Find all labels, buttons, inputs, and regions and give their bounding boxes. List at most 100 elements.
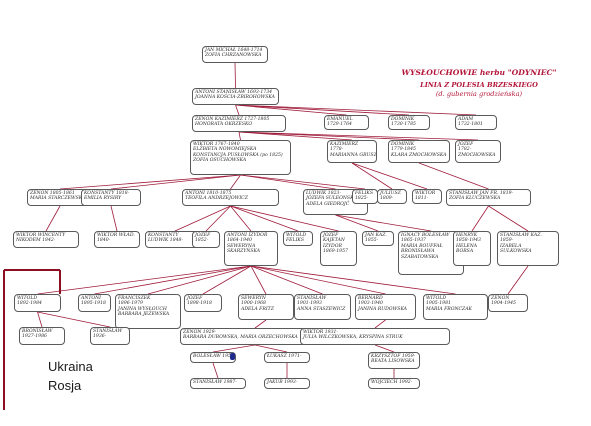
person-box-line: 1869-1957	[323, 249, 348, 255]
person-box-line: KRZYSZTOF 1959-	[371, 354, 416, 359]
parent-child-connector	[202, 265, 252, 295]
person-box-line: 1905-1981	[426, 301, 451, 307]
person-box-line: 1729-1764	[327, 122, 352, 128]
person-box-line: 1840-	[97, 238, 111, 244]
person-box-line: BARBARA JEŻEWSKA	[118, 312, 170, 318]
person-box-line: ADAM	[458, 117, 474, 122]
person-box-line: SEWERYN	[241, 296, 266, 301]
person-box-line: FELIKS	[355, 191, 373, 196]
person-box-line: SZABATOWSKA	[401, 254, 439, 260]
parent-child-connector	[250, 265, 456, 295]
person-box-line: WIKTOR 1767-1840	[193, 142, 240, 147]
person-box-line: ANTONI IZYDOR	[227, 233, 268, 238]
person-box-line: 1936-	[93, 334, 107, 340]
parent-child-connector	[238, 131, 479, 141]
parent-child-connector	[254, 344, 288, 353]
person-box: JAKUB 1993-	[264, 378, 310, 389]
person-box-line: MARIANNA GRUSZTOR	[330, 152, 377, 158]
person-box-line: STANISŁAW	[93, 329, 123, 334]
person-box-line: BERNARD	[358, 296, 383, 301]
person-box-line: ANTONI	[81, 296, 102, 301]
person-box-line: 1732-1801	[458, 122, 483, 128]
parent-child-connector	[37, 265, 252, 295]
person-box-line: JOANNA KOŚCIA-ZBIROHOWSKA	[195, 95, 275, 101]
parent-child-connector	[230, 205, 252, 232]
person-box-line: ZENON	[491, 296, 510, 301]
person-box-line: WIKTOR 1931-	[303, 330, 338, 335]
parent-child-connector	[488, 205, 529, 232]
person-box-line: IZYDOR	[323, 243, 342, 249]
person-box-line: 1898-1918	[187, 301, 212, 307]
person-box-line: BARBARA DUBOWSKA, MARIA ORZECHOWSKA	[183, 335, 298, 341]
lineage-title: LINIA Z POLESIA BRZESKIEGO	[420, 81, 538, 89]
person-box-line: 1852-	[195, 238, 209, 244]
parent-child-connector	[351, 162, 428, 190]
person-box-line: 1901-1993	[297, 301, 322, 307]
person-box-line: SEWERYNA	[227, 243, 256, 249]
person-box-line: JÓZEF	[195, 233, 211, 238]
person-box-line: WIKTOR WINCENTY	[16, 233, 66, 238]
person-box-line: KONSTANTY 1818-	[84, 191, 130, 196]
person-box: ZENON 1929-BARBARA DUBOWSKA, MARIA ORZEC…	[180, 328, 330, 345]
person-box-line: STANISŁAW KAZ.	[500, 233, 542, 238]
person-box-line: FRANCISZEK	[118, 296, 151, 301]
parent-child-connector	[240, 174, 366, 190]
person-box-line: 1809-	[380, 196, 394, 202]
person-box-line: KLARA ZMOCHOWSKA	[391, 152, 447, 158]
person-box-line: JULIUSZ	[380, 191, 401, 196]
person-box-line: DOMINIK	[391, 142, 415, 147]
person-box: STANISŁAW JAN FR. 1819-ZOFIA KLUCZEWSKA	[446, 189, 531, 206]
person-box-line: IZABELA	[500, 243, 522, 249]
person-box: ŁUKASZ 1971-	[264, 352, 310, 363]
parent-child-connector	[250, 265, 267, 295]
person-box-line: STANISŁAW	[297, 296, 327, 301]
person-box-line: ZMOCHOWSKA	[458, 152, 496, 158]
person-box: KRZYSZTOF 1959-BEATA LISOWSKA	[368, 352, 420, 369]
person-box-line: SKARZYŃSKA	[227, 249, 261, 255]
person-box-line: LUDWIK 1848-	[148, 238, 184, 244]
person-box-line: EMILIA RYSIRY	[84, 196, 122, 202]
person-box-line: EMANUEL	[327, 117, 353, 122]
person-box: STANISŁAW 1987-	[190, 378, 246, 389]
person-box-line: ANNA STASZEWICZ	[297, 306, 346, 312]
parent-child-connector	[235, 104, 477, 116]
person-box-line: WITOLD	[286, 233, 307, 238]
person-box-line: JÓZEF	[187, 296, 203, 301]
parent-child-connector	[59, 174, 241, 190]
person-box-line: KAZIMIERZ	[330, 142, 359, 147]
person-box-line: ELŻBIETA NOWOMIEJSKA	[193, 147, 257, 153]
person-box-line: 1864-1940	[227, 238, 252, 244]
parent-child-connector	[234, 62, 236, 89]
person-box-line: JAN KAZ.	[365, 233, 387, 238]
person-box-line: 1825-	[355, 196, 369, 202]
person-box-line: MARIA STARCZEWSKA	[30, 196, 86, 202]
person-box-line: ZENON 1805-1861	[30, 191, 75, 196]
parent-child-connector	[351, 162, 393, 190]
person-box-line: 1865-1937	[401, 238, 426, 244]
parent-child-connector	[37, 311, 43, 328]
person-box-line: HENRYK	[456, 233, 478, 238]
person-box-line: DOMINIK	[391, 117, 415, 122]
person-box-line: ANTONI STANISŁAW 1693-1734	[195, 90, 273, 95]
person-box-line: ZENON 1929-	[183, 330, 217, 335]
person-box-line: JAN MICHAŁ 1648-1714	[205, 48, 263, 53]
person-box-line: BRONISŁAW	[22, 329, 53, 334]
parent-child-connector	[335, 214, 432, 232]
parent-child-connector	[37, 311, 111, 328]
person-box-line: BORSA	[456, 249, 474, 255]
person-box-line: 1779-1845	[391, 147, 416, 153]
person-box-line: WIKTOR	[415, 191, 436, 196]
